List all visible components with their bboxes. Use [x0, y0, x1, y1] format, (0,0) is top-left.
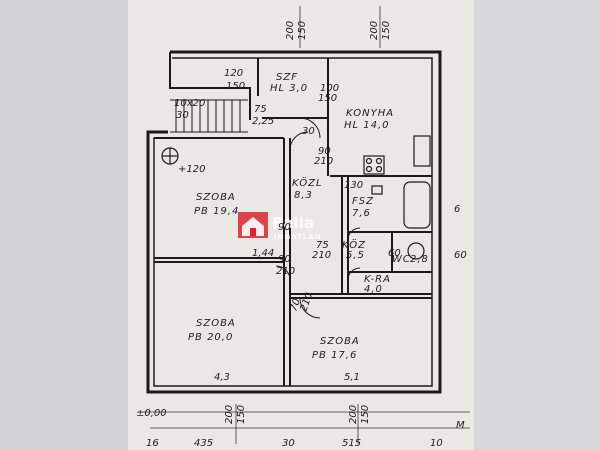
room-area-szf: HL 3,0 [270, 83, 308, 94]
room-label-szf: SZF [276, 72, 298, 83]
room-area-szoba-3: PB 17,6 [312, 350, 357, 361]
dim-door-130: 130 [344, 180, 363, 191]
dim-kitchen-door: 100 [320, 83, 339, 94]
left-margin [0, 0, 128, 450]
dim-elevation: +120 [178, 164, 205, 175]
dimension-labels: 200 150 200 150 120 150 10x20 30 100 150… [136, 21, 467, 449]
dim-step: 75 [254, 104, 267, 115]
stairs [170, 99, 248, 133]
dim-corner-mark: M [456, 420, 465, 431]
dim-span-10: 10 [430, 438, 443, 449]
paper-sheet [128, 0, 474, 450]
room-labels: SZOBA PB 19,4 SZOBA PB 20,0 SZOBA PB 17,… [188, 72, 429, 361]
room-area-fsz: 7,6 [352, 208, 371, 219]
watermark-text-bottom: INGATLAN [274, 233, 322, 241]
room-area-kamra: 4,0 [364, 284, 383, 295]
room-label-szoba-2: SZOBA [196, 318, 236, 329]
dim-ledge-b: 150 [226, 81, 245, 92]
room-label-wc: WC [392, 254, 411, 265]
dim-door-30: 30 [302, 126, 315, 137]
right-margin [474, 0, 600, 450]
dim-door-70: 70 [288, 297, 303, 313]
sink-fixture [413, 135, 431, 167]
dimension-lines [140, 6, 470, 444]
room-area-konyha: HL 14,0 [344, 120, 390, 131]
room-area-kozl: 8,3 [294, 190, 313, 201]
dim-step-b: 2,25 [252, 116, 274, 127]
dim-top-1: 200 [285, 21, 296, 40]
room-area-szoba-2: PB 20,0 [188, 332, 233, 343]
dim-door-210d: 210 [276, 266, 295, 277]
dim-bottom-2b: 150 [360, 405, 371, 424]
dim-top-2b: 150 [381, 21, 392, 40]
dim-wall-51: 5,1 [344, 372, 360, 383]
dim-right-60: 60 [454, 250, 467, 261]
room-area-wc: 2,8 [410, 254, 429, 265]
dim-span-435: 435 [194, 438, 213, 449]
dim-door-90c: 90 [278, 254, 291, 265]
dim-top-1b: 150 [297, 21, 308, 40]
dim-door-75: 75 [316, 240, 329, 251]
dim-right-6: 6 [454, 204, 460, 215]
room-label-kamra: K-RA [364, 274, 391, 285]
dim-stair: 10x20 [174, 98, 205, 109]
dim-wall-43: 4,3 [214, 372, 230, 383]
room-area-koz: 5,5 [346, 250, 365, 261]
dim-bottom-1: 200 [224, 405, 235, 424]
dim-span-515: 515 [342, 438, 361, 449]
dim-stair-b: 30 [176, 110, 189, 121]
interior-walls [154, 58, 432, 386]
door-swings [275, 117, 361, 319]
watermark-text-top: Balla [272, 214, 314, 232]
bathtub-fixture [403, 181, 431, 229]
dim-bottom-2: 200 [348, 405, 359, 424]
dim-top-2: 200 [369, 21, 380, 40]
room-label-szoba-1: SZOBA [196, 192, 236, 203]
room-label-konyha: KONYHA [346, 108, 394, 119]
stove-fixture [363, 155, 385, 175]
room-label-kozl: KÖZL [292, 176, 323, 189]
dim-door-210: 210 [314, 156, 333, 167]
dim-base-level: ±0,00 [136, 408, 167, 419]
dim-ledge-a: 120 [224, 68, 243, 79]
room-label-szoba-3: SZOBA [320, 336, 360, 347]
dim-door-210c: 210 [312, 250, 331, 261]
dim-door-90: 90 [318, 146, 331, 157]
dim-span-30: 30 [282, 438, 295, 449]
room-label-koz: KÖZ [342, 238, 366, 251]
dim-bottom-1b: 150 [236, 405, 247, 424]
dim-kitchen-door-b: 150 [318, 93, 337, 104]
watermark-logo: Balla INGATLAN [238, 212, 322, 241]
dim-wc-60: 60 [388, 248, 401, 259]
dim-door-90b: 90 [278, 222, 291, 233]
toilet-fixture [407, 242, 425, 260]
fixtures [161, 135, 431, 260]
room-label-fsz: FSZ [352, 196, 374, 207]
dim-wall-144: 1,44 [252, 248, 274, 259]
washbasin-fixture [371, 185, 383, 195]
dim-left-16: 16 [146, 438, 159, 449]
room-area-szoba-1: PB 19,4 [194, 206, 239, 217]
